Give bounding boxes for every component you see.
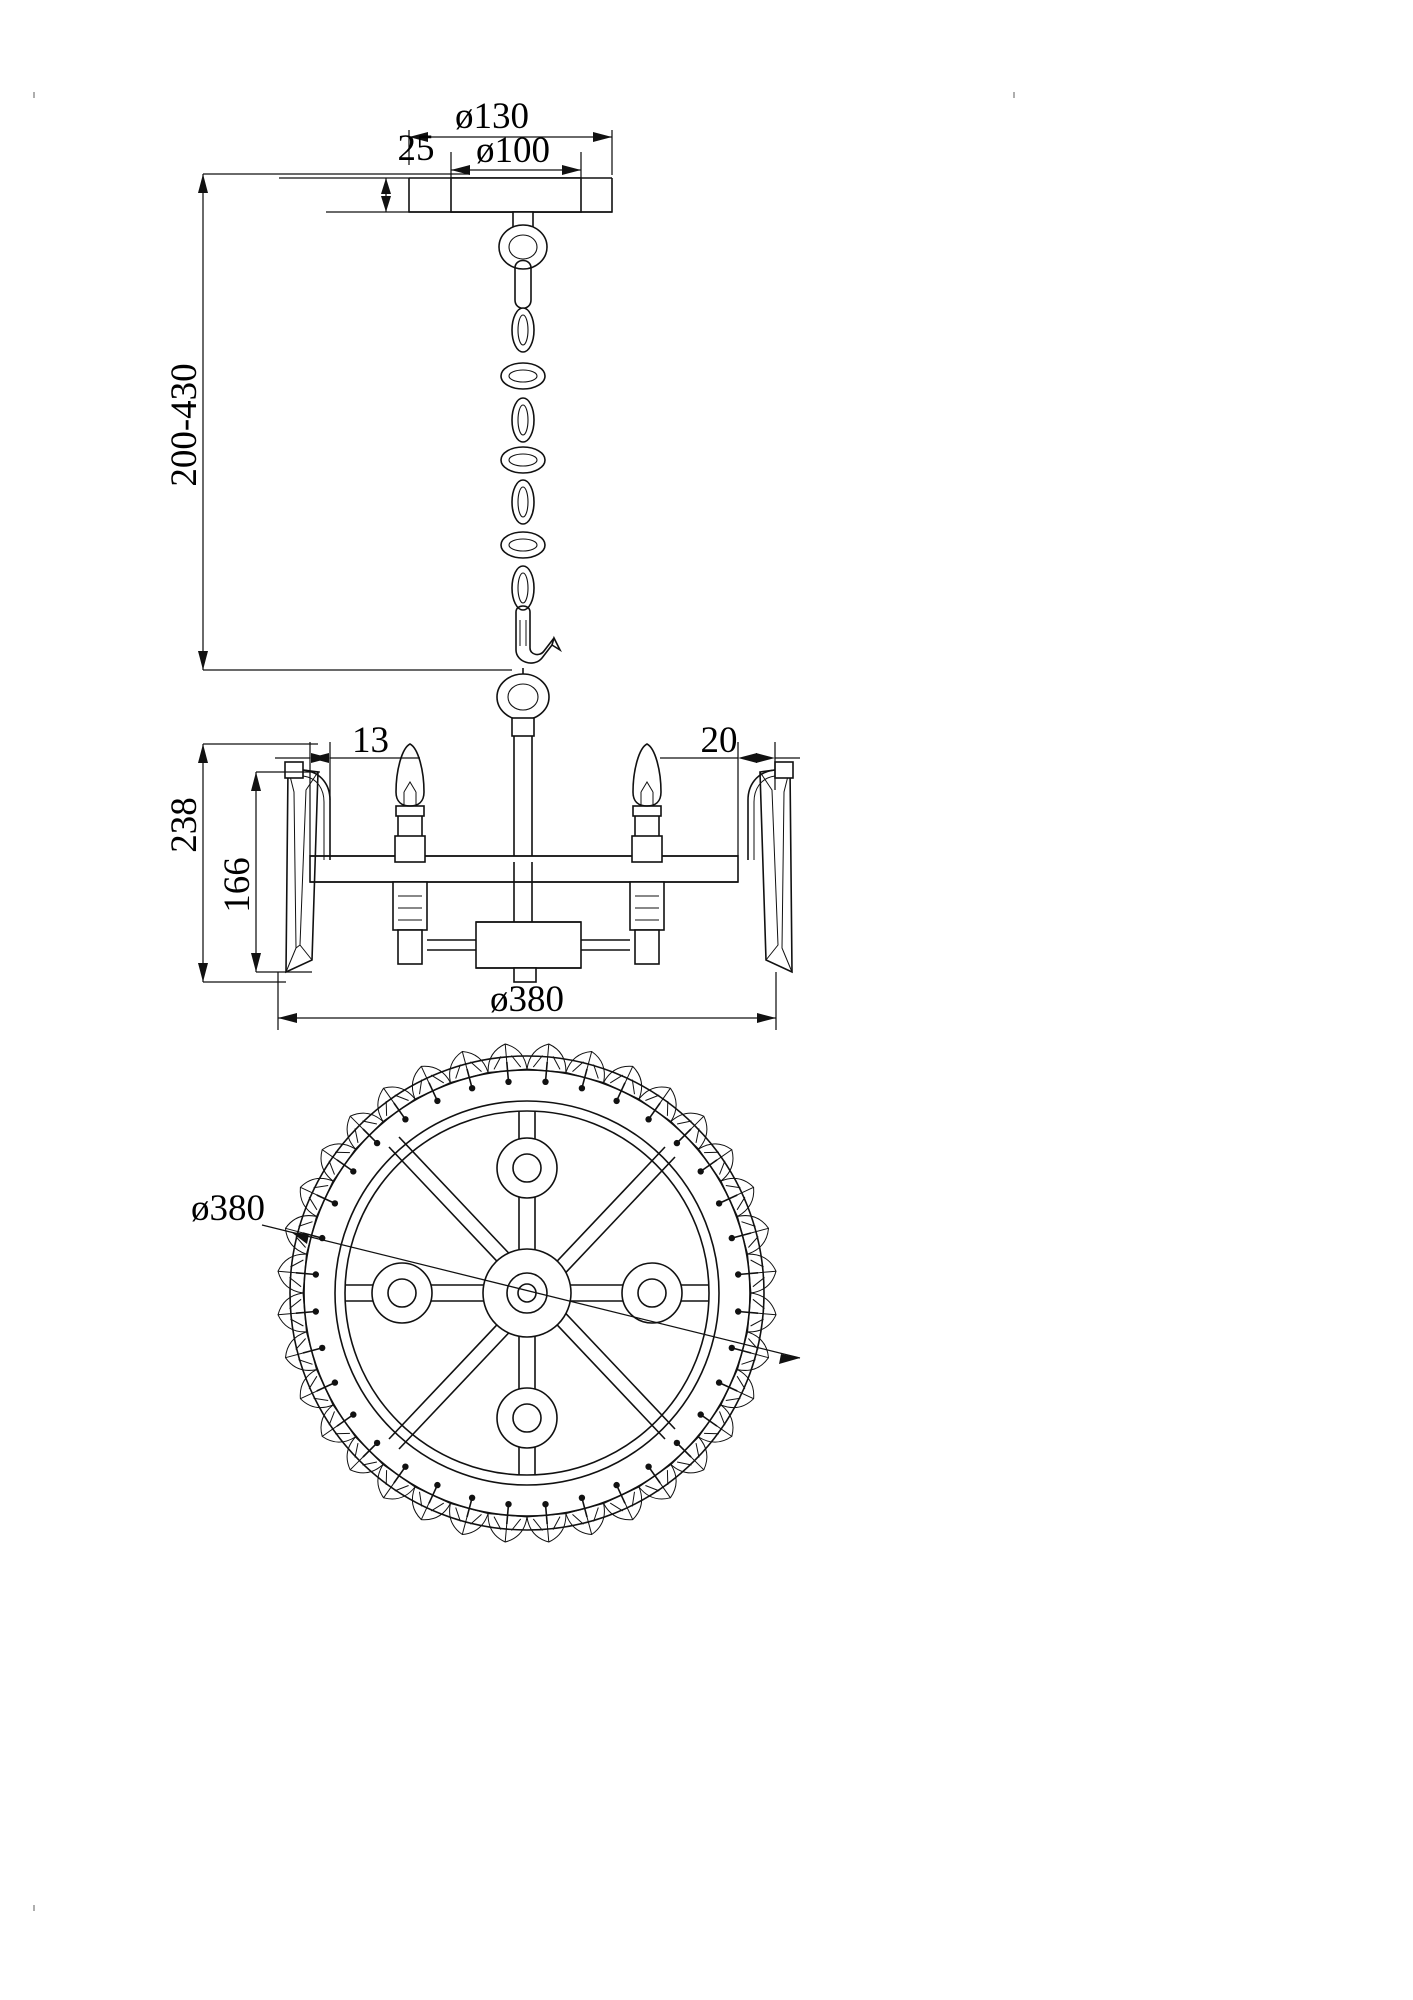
label-d380-elevation: ø380: [490, 979, 564, 1020]
dim-offset-13: [275, 742, 420, 856]
crystal-panel-right: [747, 761, 794, 974]
label-d130: ø130: [455, 96, 529, 137]
elevation-dimensions: [198, 130, 800, 1030]
plan-center-hub: [482, 1248, 572, 1338]
chain-lower-ring: [496, 668, 550, 721]
dim-diameter-380-plan: [261, 1224, 801, 1364]
chain-top-ring: [498, 224, 548, 270]
bottom-plan-view: [277, 1043, 777, 1543]
dimension-labels: ø130 ø100 25 200-430 238 166 13 20 ø380 …: [164, 96, 738, 1229]
dim-canopy-height: [279, 177, 409, 213]
label-w13: 13: [352, 720, 389, 761]
crystal-ring-outer: [277, 1043, 777, 1543]
label-d380-plan: ø380: [191, 1188, 265, 1229]
label-h166: 166: [217, 857, 258, 913]
dim-canopy-outer-diameter: [408, 130, 613, 175]
dim-fixture-height-238: [198, 743, 318, 983]
dim-offset-20: [660, 742, 800, 856]
label-d100: ø100: [476, 130, 550, 171]
label-w20: 20: [701, 720, 738, 761]
label-h25: 25: [398, 128, 435, 169]
label-h238: 238: [164, 797, 205, 853]
lamp-left: [392, 743, 428, 965]
chain-hook: [515, 605, 562, 664]
dim-suspension-drop: [198, 173, 512, 671]
canopy: [408, 177, 613, 213]
ring-bar: [309, 855, 739, 883]
front-elevation-view: [284, 177, 794, 983]
dim-fixture-height-166: [251, 771, 320, 973]
center-hub: [427, 862, 630, 983]
suspension-chain: [500, 259, 546, 611]
plan-lamp-sockets: [371, 1137, 683, 1449]
center-rod: [511, 717, 535, 862]
lamp-right: [629, 743, 665, 965]
registration-marks: [33, 92, 1015, 1911]
dim-diameter-380-elevation: [277, 972, 777, 1030]
dim-canopy-inner-diameter: [450, 152, 582, 178]
label-drop: 200-430: [164, 363, 205, 486]
